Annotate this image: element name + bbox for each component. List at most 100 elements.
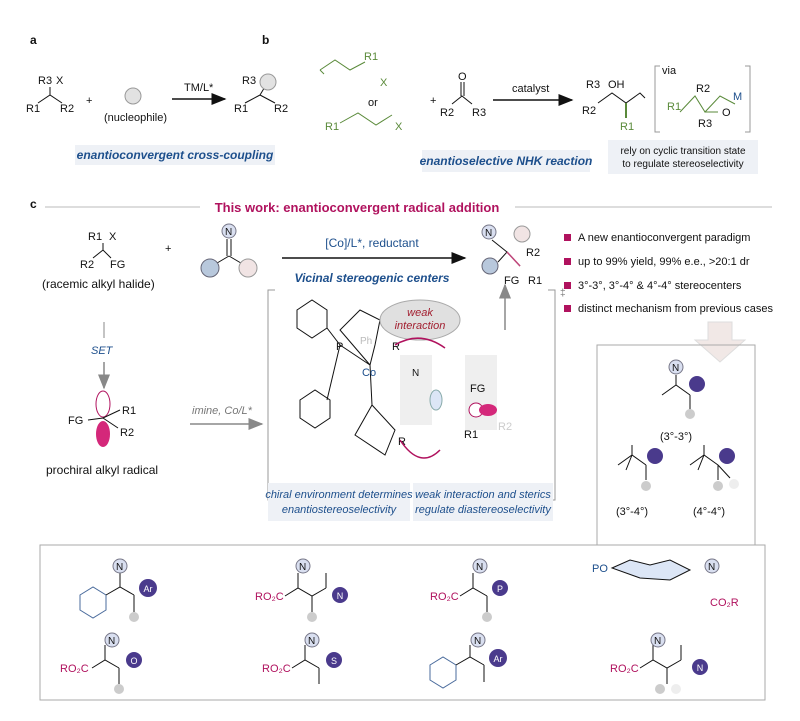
chiral-environment-box	[268, 483, 410, 521]
atom-r1: R1	[464, 429, 478, 441]
ester-r-label: CO₂R	[710, 597, 739, 609]
stereo-type-label: (3°-4°)	[616, 506, 648, 518]
example-8: RO₂C N N	[610, 632, 708, 694]
ester-label: RO₂C	[60, 663, 89, 675]
highlights-list: A new enantioconvergent paradigm up to 9…	[564, 232, 774, 315]
examples-box	[39, 544, 766, 701]
atom-r2: R2	[582, 105, 596, 117]
atom-x: X	[109, 231, 117, 243]
or-label: or	[368, 97, 378, 109]
caption-b: enantioselective NHK reaction	[420, 154, 593, 168]
ts-bracket	[654, 65, 751, 133]
atom-o: O	[722, 107, 731, 119]
atom-n: N	[225, 227, 232, 238]
caption-box-b	[422, 150, 590, 172]
down-arrow-icon	[693, 321, 747, 363]
bullet-item: distinct mechanism from previous cases	[578, 303, 774, 315]
stereo-4-4: (4°-4°)	[689, 445, 739, 518]
ts-note-line1: rely on cyclic transition state	[620, 146, 745, 157]
bullet-item: 3°-3°, 3°-4° & 4°-4° stereocenters	[578, 280, 742, 292]
atom-n: N	[474, 636, 481, 647]
atom-x: X	[56, 75, 64, 87]
atom-r1: R1	[528, 275, 542, 287]
atom-n: N	[412, 368, 419, 379]
weak-interaction-label-2: interaction	[395, 320, 446, 332]
ester-label: RO₂C	[610, 663, 639, 675]
panel-label-c: c	[30, 197, 37, 211]
atom-r1: R1	[325, 121, 339, 133]
bullet-item: up to 99% yield, 99% e.e., >20:1 dr	[578, 256, 750, 268]
via-label: via	[662, 65, 677, 77]
atom-m: M	[733, 91, 742, 103]
atom-n: N	[708, 562, 715, 573]
atom-p: P	[336, 341, 343, 353]
atom-r2: R2	[120, 427, 134, 439]
atom-r3: R3	[586, 79, 600, 91]
panel-a: R3 X R1 R2 + (nucleophile) TM/L* R1 R2 R…	[26, 73, 288, 165]
racemic-alkyl-halide: R1 X R2 FG (racemic alkyl halide)	[42, 231, 155, 291]
atom-n: N	[299, 562, 306, 573]
plus-sign: +	[165, 243, 171, 255]
ts-note-box	[608, 140, 758, 174]
group-n: N	[697, 663, 704, 673]
group-s: S	[331, 656, 337, 666]
stereo-3-3: N (3°-3°)	[660, 359, 705, 443]
prochiral-radical: FG R1 R2 prochiral alkyl radical	[46, 390, 158, 477]
panel-b: R1 X or R1 X + O R2 R3 catalyst R3 OH R2…	[319, 51, 758, 174]
atom-n: N	[485, 228, 492, 239]
stereo-type-label: (4°-4°)	[693, 506, 725, 518]
chiral-env-line1: chiral environment determines	[265, 489, 413, 501]
atom-r2: R2	[526, 247, 540, 259]
atom-r2: R2	[80, 259, 94, 271]
group-ar: Ar	[494, 654, 503, 664]
chiral-env-line2: enantiostereoselectivity	[282, 504, 398, 516]
atom-fg: FG	[470, 383, 485, 395]
atom-r3: R3	[242, 75, 256, 87]
group-ar: Ar	[144, 584, 153, 594]
double-dagger: ‡	[560, 288, 566, 299]
set-label: SET	[91, 345, 114, 357]
nucleophile-circle	[124, 87, 142, 105]
atom-r2: R2	[498, 421, 512, 433]
weak-interaction-bubble	[379, 299, 461, 341]
stereo-type-label: (3°-3°)	[660, 431, 692, 443]
reagent-co-l: [Co]/L*, reductant	[325, 236, 419, 250]
ts-note-line2: to regulate stereoselectivity	[622, 159, 743, 170]
atom-r2: R2	[440, 107, 454, 119]
panel-label-a: a	[30, 33, 37, 47]
atom-r1: R1	[26, 103, 40, 115]
atom-o: O	[458, 71, 467, 83]
ester-label: RO₂C	[262, 663, 291, 675]
ester-label: RO₂C	[430, 591, 459, 603]
example-7: N Ar	[429, 632, 507, 689]
group-n: N	[337, 591, 344, 601]
bullet-item: A new enantioconvergent paradigm	[578, 232, 750, 244]
ester-label: RO₂C	[255, 591, 284, 603]
atom-oh: OH	[608, 79, 625, 91]
atom-n: N	[308, 636, 315, 647]
atom-r1: R1	[234, 103, 248, 115]
atom-r1: R1	[122, 405, 136, 417]
atom-x: X	[395, 121, 403, 133]
atom-r1: R1	[364, 51, 378, 63]
weak-int-line1: weak interaction and sterics	[415, 489, 551, 501]
nucleophile-label: (nucleophile)	[104, 112, 167, 124]
panel-c-title: This work: enantioconvergent radical add…	[215, 200, 500, 215]
plus-sign: +	[86, 95, 92, 107]
atom-fg: FG	[68, 415, 83, 427]
atom-ph: Ph	[360, 336, 372, 347]
example-4: PO N CO₂R	[592, 558, 739, 609]
atom-r1: R1	[667, 101, 681, 113]
product-nucleophile-circle	[259, 73, 277, 91]
atom-x: X	[380, 77, 388, 89]
atom-n: N	[654, 636, 661, 647]
weak-interaction-label: weak	[407, 307, 433, 319]
atom-r3: R3	[38, 75, 52, 87]
imine: N	[200, 223, 258, 278]
example-6: RO₂C N S	[262, 632, 342, 684]
group-o: O	[130, 656, 137, 666]
example-3: RO₂C N P	[430, 558, 508, 622]
caption-box-a	[75, 145, 275, 165]
caption-a: enantioconvergent cross-coupling	[77, 148, 274, 162]
reagent-tm-l: TM/L*	[184, 82, 214, 94]
